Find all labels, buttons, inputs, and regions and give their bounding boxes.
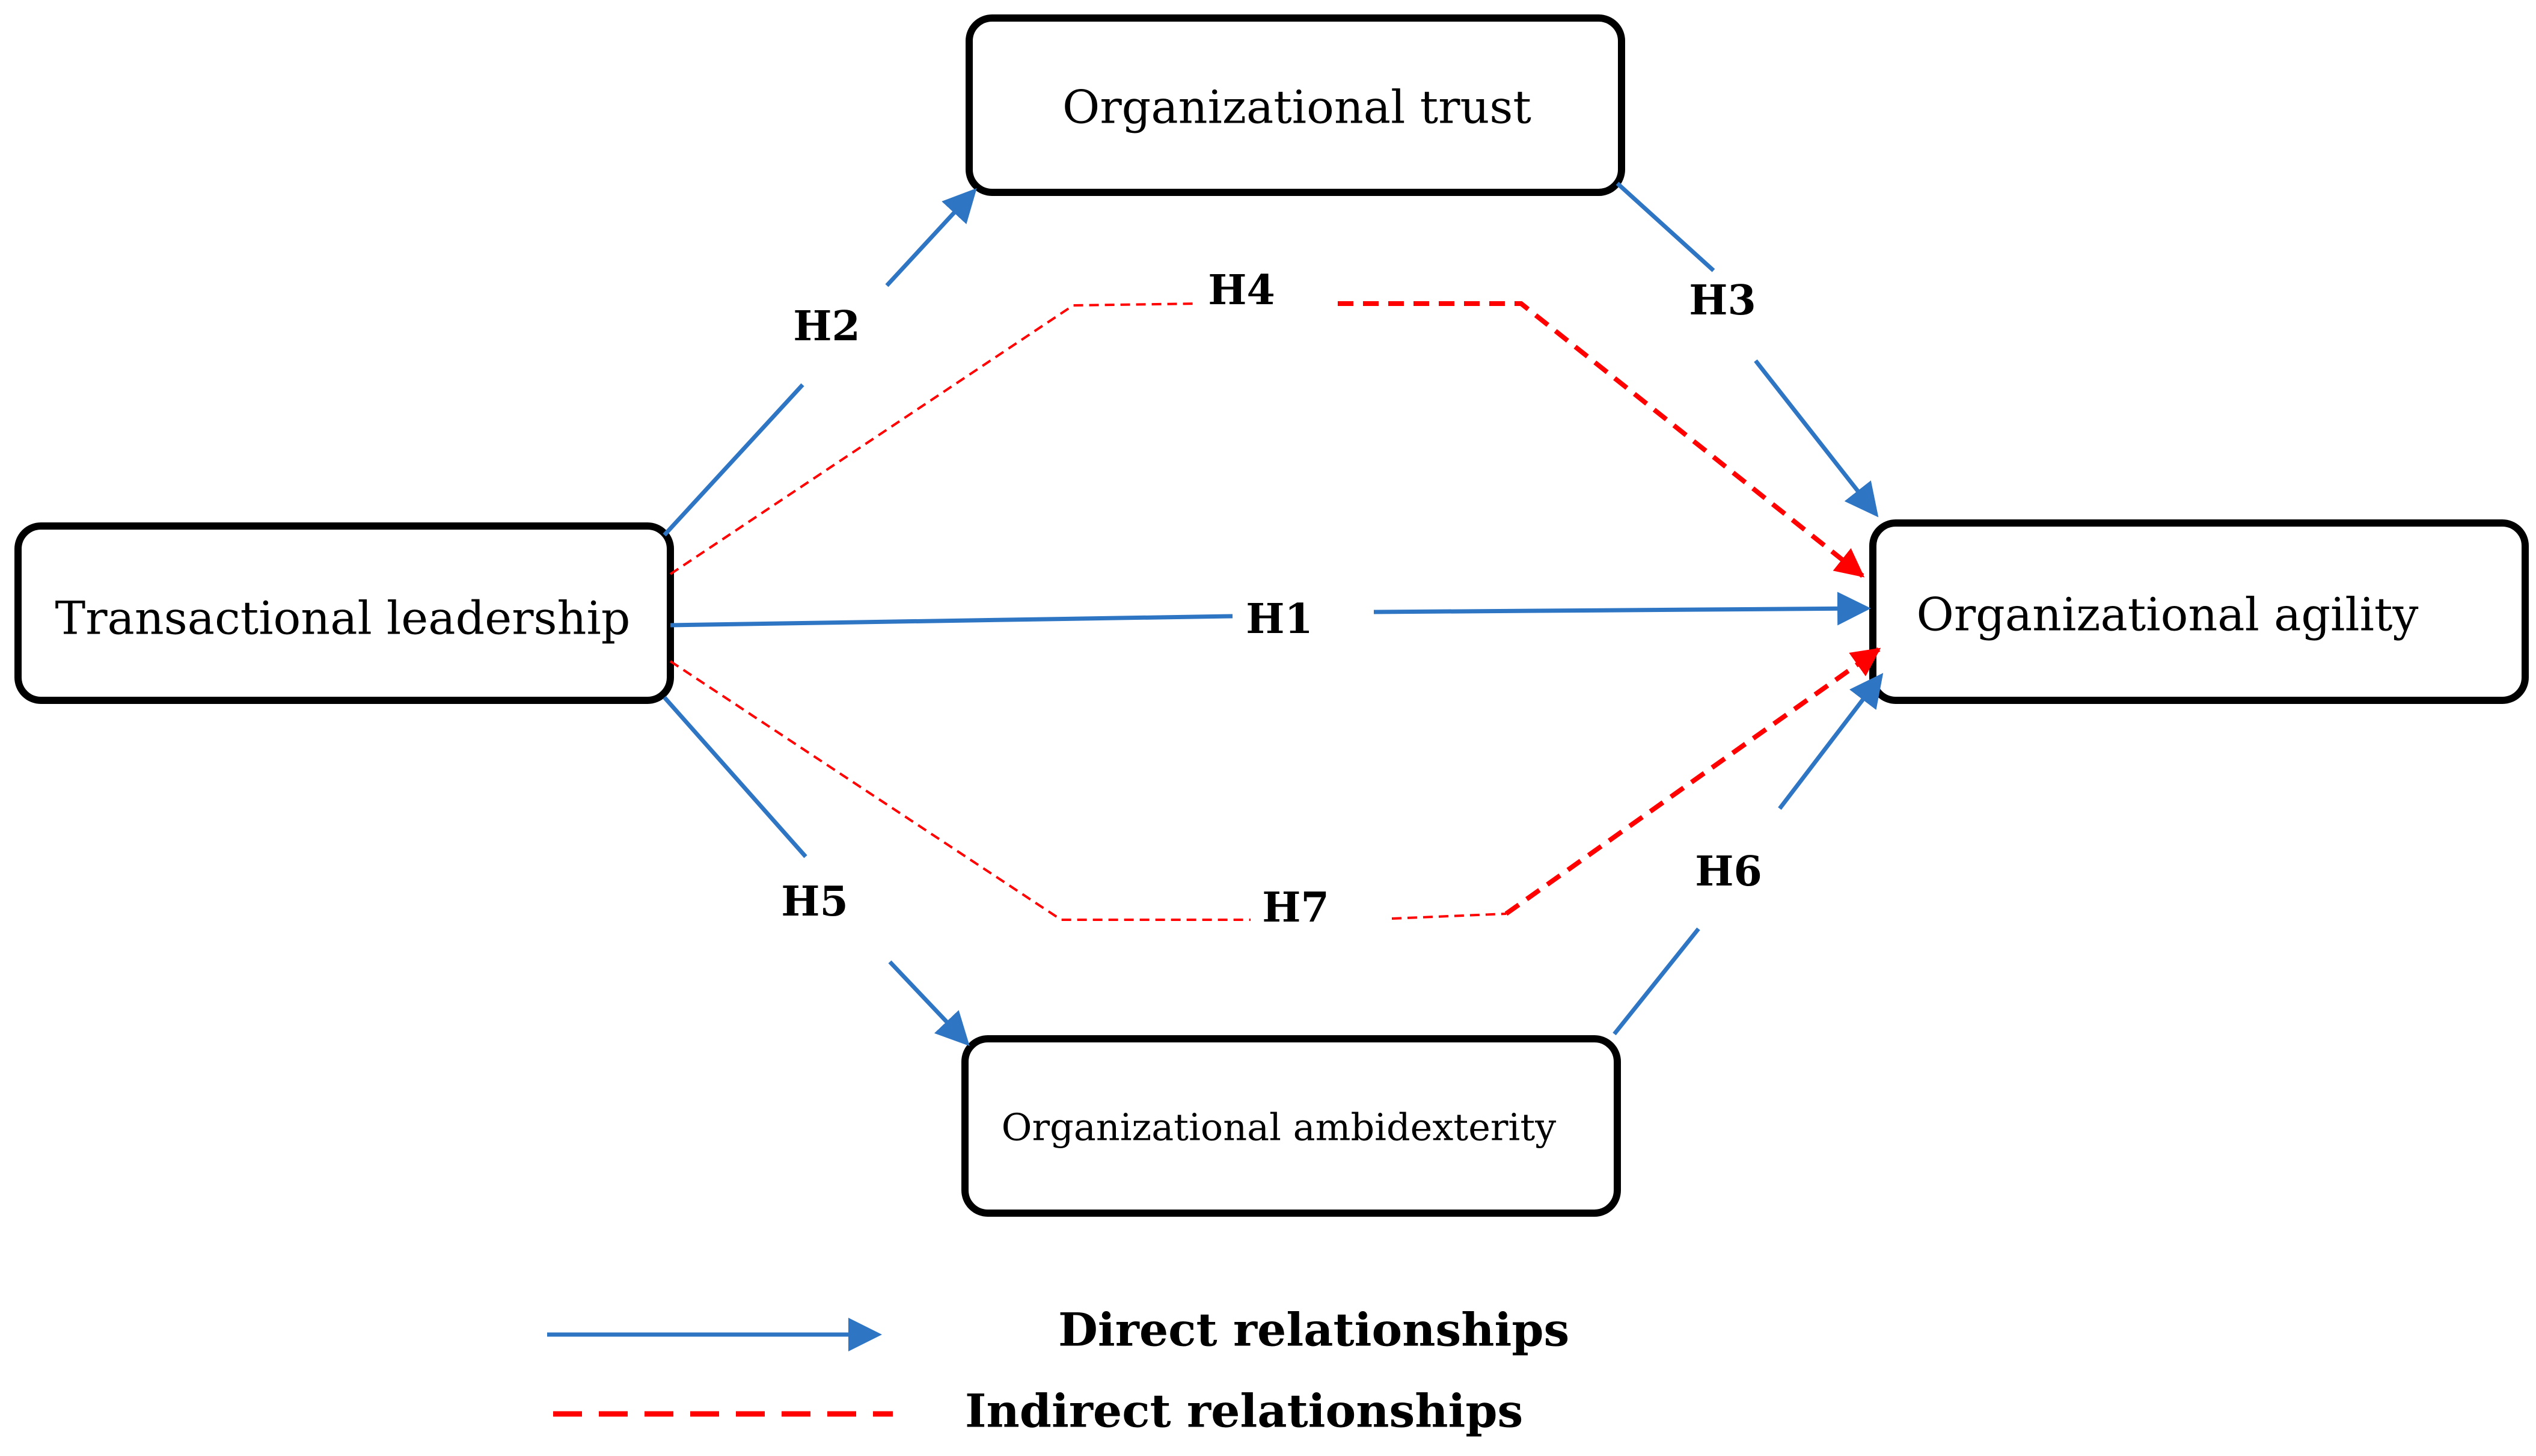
node-organizational-ambidexterity: Organizational ambidexterity [961,1035,1621,1217]
h1-label: H1 [1246,595,1313,643]
h4-label: H4 [1208,266,1275,314]
organizational-agility-label: Organizational agility [1917,588,2419,641]
node-organizational-agility: Organizational agility [1869,519,2529,704]
h7-label: H7 [1262,884,1329,932]
legend-indirect: Indirect relationships [553,1384,1523,1438]
node-organizational-trust: Organizational trust [966,14,1625,196]
h5-label: H5 [781,878,848,926]
h2-label: H2 [793,302,860,350]
transactional-leadership-label: Transactional leadership [55,592,631,645]
edge-h6-direct [1613,673,1884,1036]
h6-label: H6 [1695,848,1762,896]
node-transactional-leadership: Transactional leadership [14,522,674,704]
edge-h4-indirect [669,301,1865,578]
legend: Direct relationships Indirect relationsh… [547,1303,1569,1438]
edge-h2-direct [663,188,977,537]
legend-indirect-label: Indirect relationships [965,1384,1523,1438]
edge-h7-indirect [669,647,1881,921]
organizational-ambidexterity-label: Organizational ambidexterity [1002,1106,1557,1149]
edge-h5-direct [663,696,970,1047]
edge-h1-direct [670,592,1871,628]
edge-h3-direct [1616,182,1879,518]
legend-direct: Direct relationships [547,1303,1569,1357]
legend-direct-label: Direct relationships [1058,1303,1569,1357]
h3-label: H3 [1689,277,1756,325]
organizational-trust-label: Organizational trust [1062,81,1531,134]
